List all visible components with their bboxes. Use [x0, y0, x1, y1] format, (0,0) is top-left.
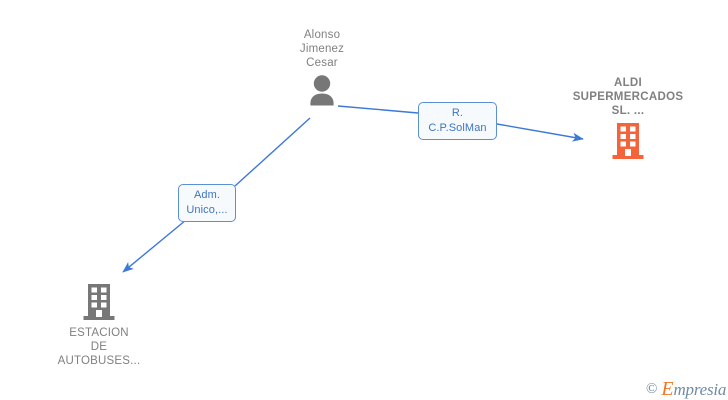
watermark-brand: Empresia	[661, 378, 726, 400]
watermark-brand-rest: mpresia	[673, 380, 727, 399]
edge-label-adm-unico[interactable]: Adm. Unico,...	[178, 184, 236, 222]
edge-person-to-solman-label	[337, 105, 419, 114]
building-icon	[612, 123, 644, 159]
edge-admunico-label-to-estacion	[122, 219, 187, 273]
node-person-label: Alonso Jimenez Cesar	[299, 29, 345, 69]
edge-person-to-admunico-label	[234, 117, 311, 187]
copyright-icon: ©	[646, 381, 658, 397]
node-aldi[interactable]: ALDI SUPERMERCADOS SL. ...	[538, 76, 718, 160]
edge-solman-label-to-aldi	[496, 123, 584, 142]
person-icon	[310, 75, 334, 106]
empresia-watermark: © Empresia	[646, 378, 726, 400]
watermark-brand-initial: E	[661, 378, 674, 400]
edge-label-solman[interactable]: R. C.P.SolMan	[418, 102, 497, 140]
node-estacion[interactable]: ESTACION DE AUTOBUSES...	[39, 283, 159, 368]
building-icon	[83, 284, 115, 320]
node-person[interactable]: Alonso Jimenez Cesar	[262, 28, 382, 106]
node-estacion-label: ESTACION DE AUTOBUSES...	[57, 327, 141, 367]
node-aldi-label: ALDI SUPERMERCADOS SL. ...	[572, 77, 684, 117]
